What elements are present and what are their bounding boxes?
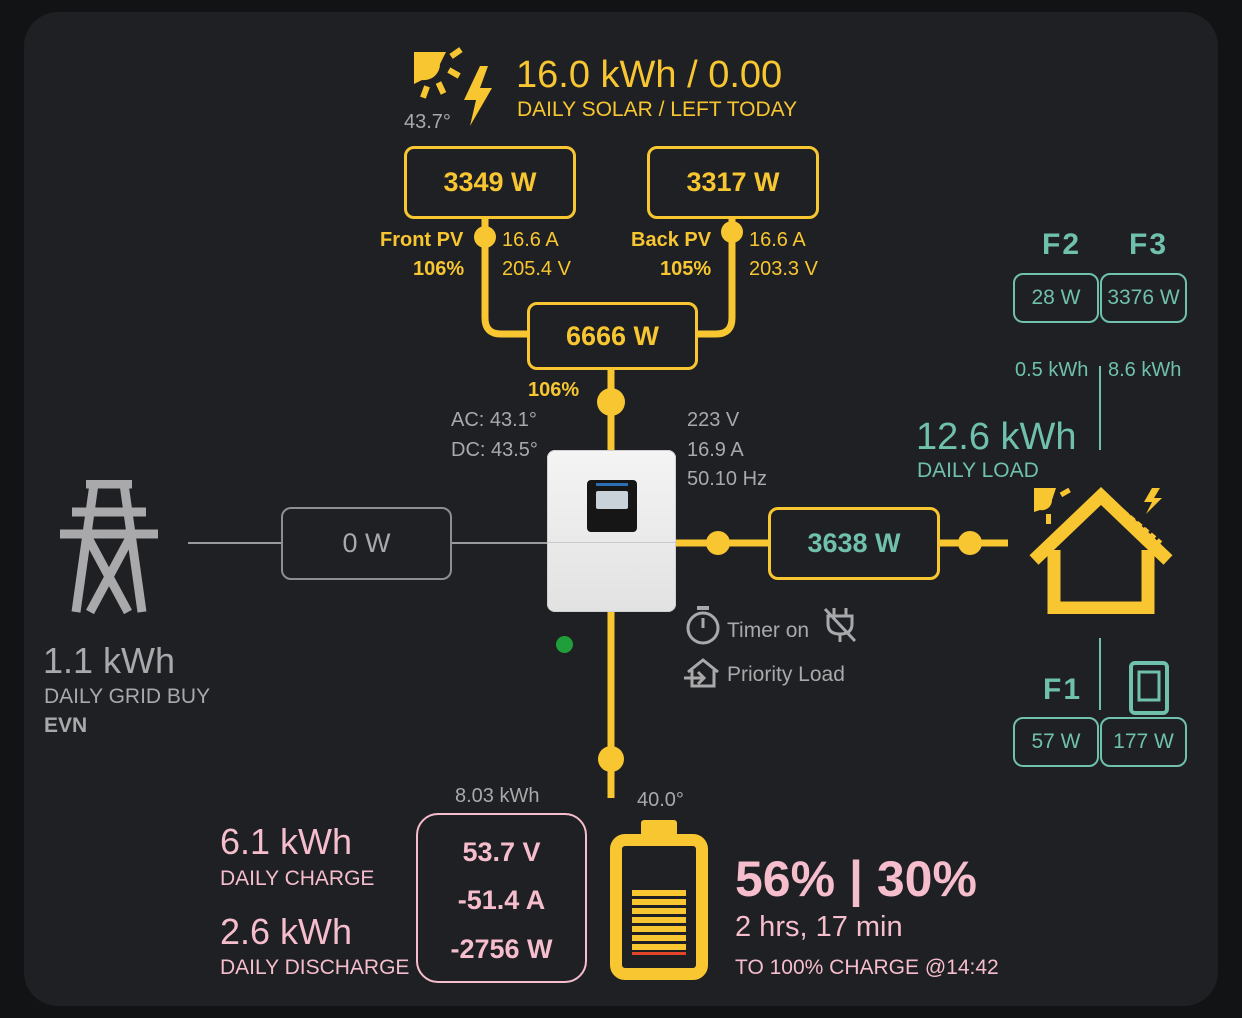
f2-label: F2 (1042, 228, 1082, 261)
pv2-name: Back PV (631, 229, 712, 251)
pv1-voltage: 205.4 V (502, 258, 571, 280)
f1-label: F1 (1043, 673, 1083, 706)
battery-level-bar (632, 899, 686, 905)
inverter-display (587, 480, 637, 532)
f2-power-box[interactable]: 28 W (1013, 273, 1099, 323)
battery-target-text: TO 100% CHARGE @14:42 (735, 956, 999, 979)
battery-power: -2756 W (450, 934, 553, 964)
inverter-image[interactable] (547, 450, 676, 612)
load-flow-dot-2 (958, 531, 982, 555)
total-pv-power-box[interactable]: 6666 W (527, 302, 698, 370)
total-pv-percent: 106% (528, 379, 580, 401)
inverter-frequency: 50.10 Hz (687, 468, 768, 490)
daily-solar-label: DAILY SOLAR / LEFT TODAY (517, 98, 798, 121)
daily-discharge-label: DAILY DISCHARGE (220, 956, 410, 979)
phone-icon (1129, 661, 1169, 715)
sun-icon (414, 47, 463, 99)
pv1-power-box[interactable]: 3349 W (404, 146, 576, 219)
pv1-percent: 106% (413, 258, 465, 280)
timer-label: Timer on (727, 619, 810, 642)
grid-off-plug-icon[interactable] (822, 606, 858, 644)
load-flow-dot-1 (706, 531, 730, 555)
f2-energy: 0.5 kWh (1015, 359, 1089, 381)
daily-solar-value: 16.0 kWh / 0.00 (516, 54, 783, 96)
battery-icon[interactable] (610, 818, 708, 980)
battery-capacity: 8.03 kWh (455, 785, 540, 807)
daily-load-value: 12.6 kWh (916, 416, 1077, 458)
f1-power-box[interactable]: 57 W (1013, 717, 1099, 767)
battery-level-bar (632, 917, 686, 923)
priority-load-icon (684, 658, 719, 688)
inverter-status-dot (556, 636, 573, 653)
battery-level-bar (632, 926, 686, 932)
battery-level-bar (632, 944, 686, 950)
pv1-name: Front PV (380, 229, 464, 251)
lightning-bolt-icon (464, 66, 492, 126)
inverter-dc-temp: DC: 43.5° (451, 439, 538, 461)
grid-tower-icon[interactable] (56, 480, 162, 614)
load-power-box[interactable]: 3638 W (768, 507, 940, 580)
priority-load-label: Priority Load (727, 663, 845, 686)
inverter-ac-temp: AC: 43.1° (451, 409, 537, 431)
pv2-power-box[interactable]: 3317 W (647, 146, 819, 219)
daily-grid-buy-label: DAILY GRID BUY (44, 685, 211, 708)
battery-current: -51.4 A (457, 885, 546, 915)
pv2-voltage: 203.3 V (749, 258, 818, 280)
pv2-flow-line (697, 218, 736, 338)
battery-time-remaining: 2 hrs, 17 min (735, 911, 903, 943)
pv1-flow-line (481, 218, 530, 338)
daily-charge-value: 6.1 kWh (220, 821, 353, 862)
inverter-voltage: 223 V (687, 409, 740, 431)
grid-provider: EVN (44, 714, 88, 737)
pv2-current: 16.6 A (749, 229, 806, 251)
house-icon[interactable] (1026, 484, 1176, 614)
daily-grid-buy-value: 1.1 kWh (43, 640, 176, 681)
battery-stats-box[interactable]: 53.7 V -51.4 A -2756 W (416, 813, 587, 983)
inverter-current: 16.9 A (687, 439, 744, 461)
f4-power-box[interactable]: 177 W (1100, 717, 1187, 767)
pv2-percent: 105% (660, 258, 712, 280)
battery-soc-text: 56% | 30% (735, 851, 977, 907)
f3-label: F3 (1129, 228, 1169, 261)
battery-temperature: 40.0° (637, 789, 684, 811)
daily-discharge-value: 2.6 kWh (220, 911, 353, 952)
f3-power-box[interactable]: 3376 W (1100, 273, 1187, 323)
pv2-flow-dot (721, 221, 743, 243)
pv1-flow-dot (474, 226, 496, 248)
solar-flow-dot (597, 388, 625, 416)
battery-flow-dot (598, 746, 624, 772)
battery-voltage: 53.7 V (462, 837, 541, 867)
battery-level-bar (632, 935, 686, 941)
timer-icon (686, 606, 720, 645)
grid-power-box[interactable]: 0 W (281, 507, 452, 580)
solar-temperature: 43.7° (404, 111, 451, 133)
pv1-current: 16.6 A (502, 229, 559, 251)
daily-charge-label: DAILY CHARGE (220, 867, 375, 890)
f3-energy: 8.6 kWh (1108, 359, 1182, 381)
daily-load-label: DAILY LOAD (917, 459, 1039, 482)
battery-level-bar (632, 890, 686, 896)
battery-level-bar (632, 908, 686, 914)
